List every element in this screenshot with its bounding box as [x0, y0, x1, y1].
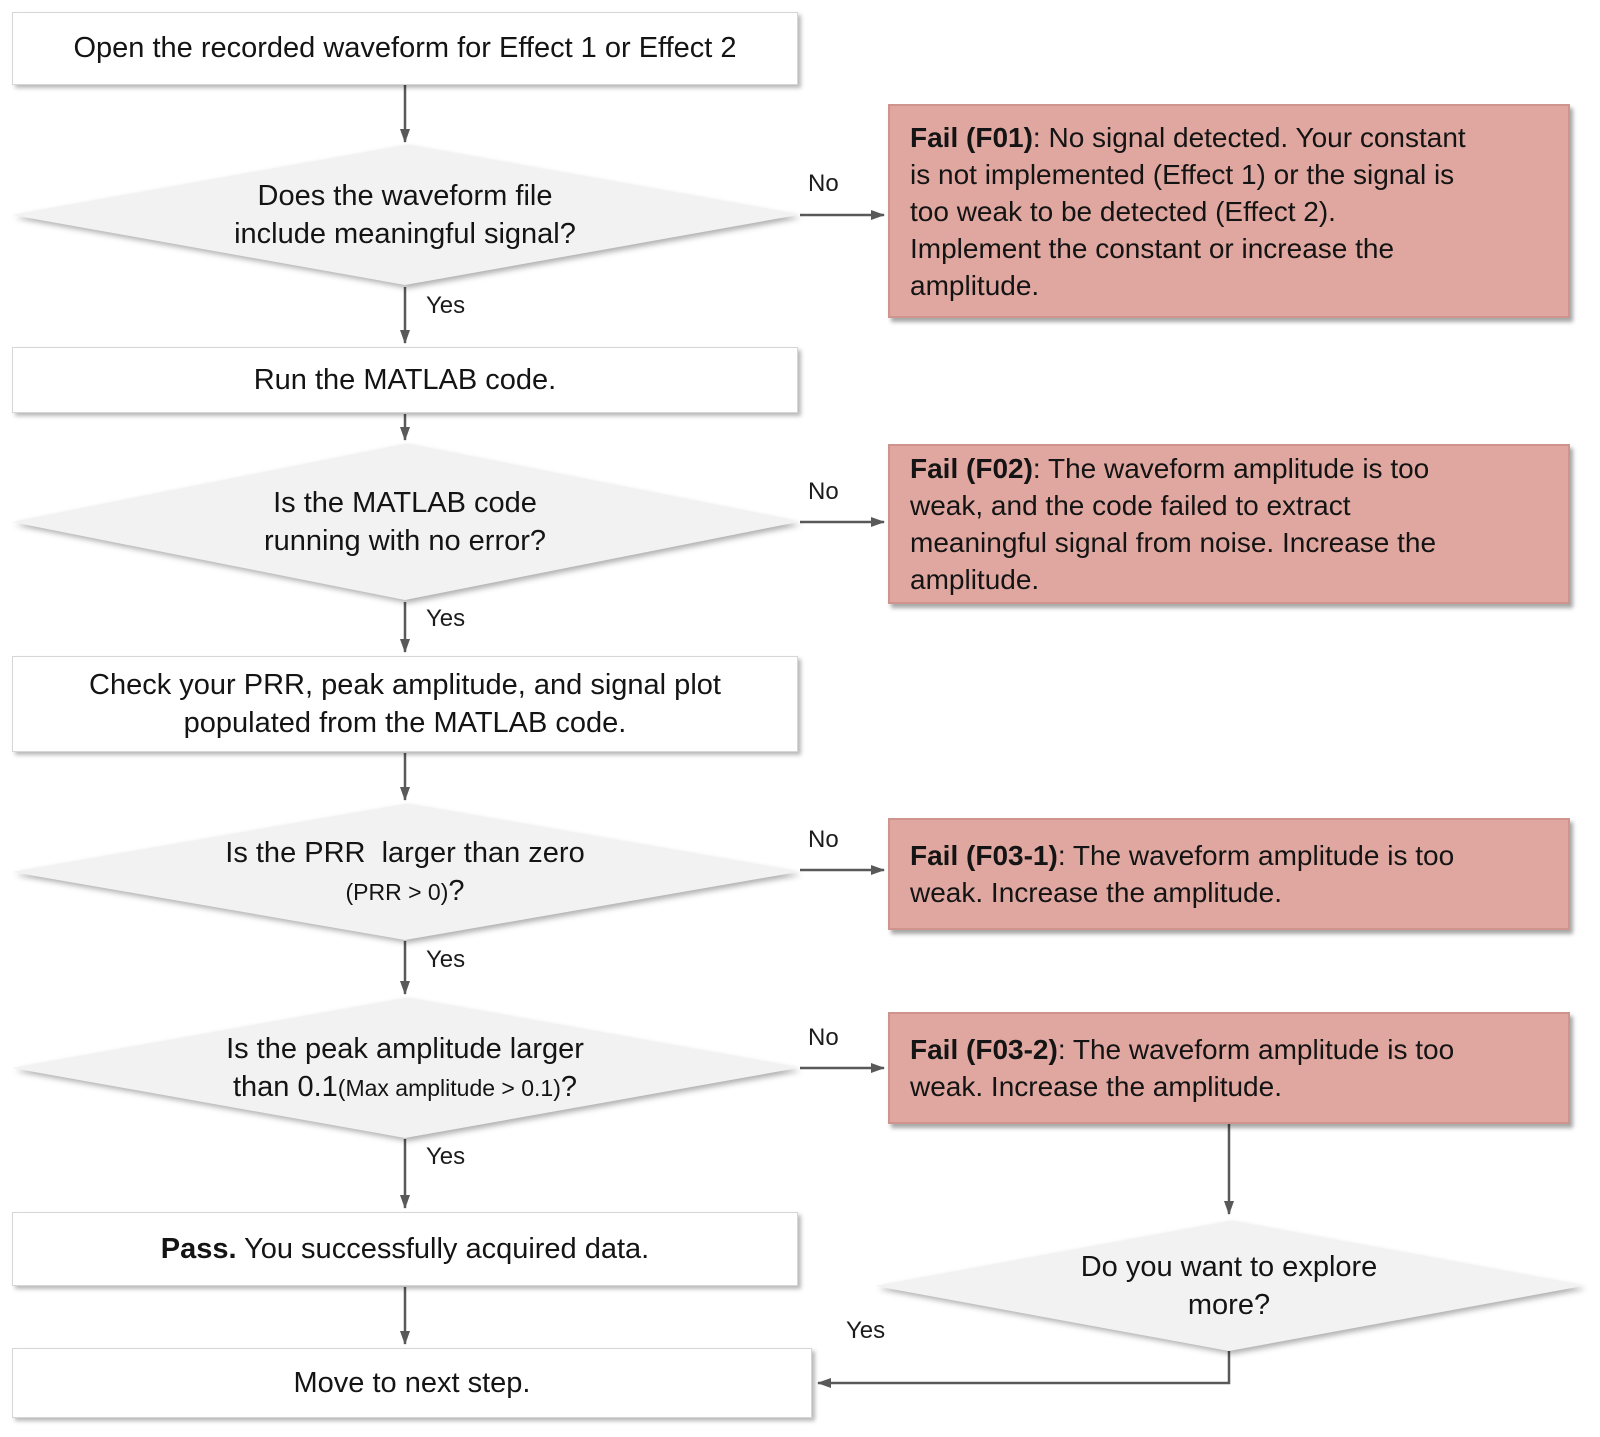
edge-label-no-3: No	[808, 826, 839, 853]
fail-f01-node: Fail (F01): No signal detected. Your con…	[888, 104, 1570, 318]
fail-f02-node: Fail (F02): The waveform amplitude is to…	[888, 444, 1570, 604]
edge-qexplore-yes	[817, 1351, 1231, 1388]
decision-explore: Do you want to explore more?	[875, 1221, 1583, 1351]
decision-error-line-2: running with no error?	[263, 525, 547, 557]
edge-label-yes-1: Yes	[426, 292, 466, 319]
edge-label-no-2: No	[808, 478, 839, 505]
edge-label-yes-2: Yes	[426, 605, 466, 632]
decision-amplitude-line-1: Is the peak amplitude larger	[226, 1032, 584, 1065]
edge-label-yes-5: Yes	[846, 1317, 886, 1344]
pass-node: Pass. You successfully acquired data.	[12, 1212, 798, 1286]
edge-label-no-1: No	[808, 170, 839, 197]
edge-label-no-4: No	[808, 1024, 839, 1051]
start-label: Open the recorded waveform for Effect 1 …	[73, 32, 737, 65]
decision-amplitude-line-2: than 0.1(Max amplitude > 0.1)?	[232, 1071, 578, 1103]
next-step-node: Move to next step.	[12, 1348, 812, 1418]
decision-amplitude: Is the peak amplitude larger than 0.1(Ma…	[12, 998, 798, 1138]
decision-signal-line-1: Does the waveform file	[257, 179, 553, 212]
pass-label: Pass. You successfully acquired data.	[160, 1232, 650, 1265]
decision-error: Is the MATLAB code running with no error…	[12, 444, 798, 600]
decision-signal: Does the waveform file include meaningfu…	[12, 145, 798, 285]
decision-prr: Is the PRR larger than zero (PRR > 0)?	[12, 804, 798, 940]
decision-prr-line-2: (PRR > 0)?	[345, 875, 465, 907]
decision-explore-line-2: more?	[1187, 1289, 1271, 1321]
decision-error-line-1: Is the MATLAB code	[273, 486, 537, 519]
fail-f03-2-node: Fail (F03-2): The waveform amplitude is …	[888, 1012, 1570, 1124]
fail-f03-1-node: Fail (F03-1): The waveform amplitude is …	[888, 818, 1570, 930]
run-node: Run the MATLAB code.	[12, 347, 798, 413]
decision-explore-line-1: Do you want to explore	[1080, 1250, 1378, 1283]
edge-label-yes-3: Yes	[426, 946, 466, 973]
check-line-2: populated from the MATLAB code.	[183, 707, 627, 739]
next-step-label: Move to next step.	[293, 1366, 531, 1399]
edge-label-yes-4: Yes	[426, 1143, 466, 1170]
start-node: Open the recorded waveform for Effect 1 …	[12, 12, 798, 85]
check-node: Check your PRR, peak amplitude, and sign…	[12, 656, 798, 752]
decision-prr-line-1: Is the PRR larger than zero	[225, 836, 585, 869]
decision-signal-line-2: include meaningful signal?	[234, 218, 576, 250]
check-line-1: Check your PRR, peak amplitude, and sign…	[89, 668, 721, 701]
run-label: Run the MATLAB code.	[253, 363, 557, 396]
